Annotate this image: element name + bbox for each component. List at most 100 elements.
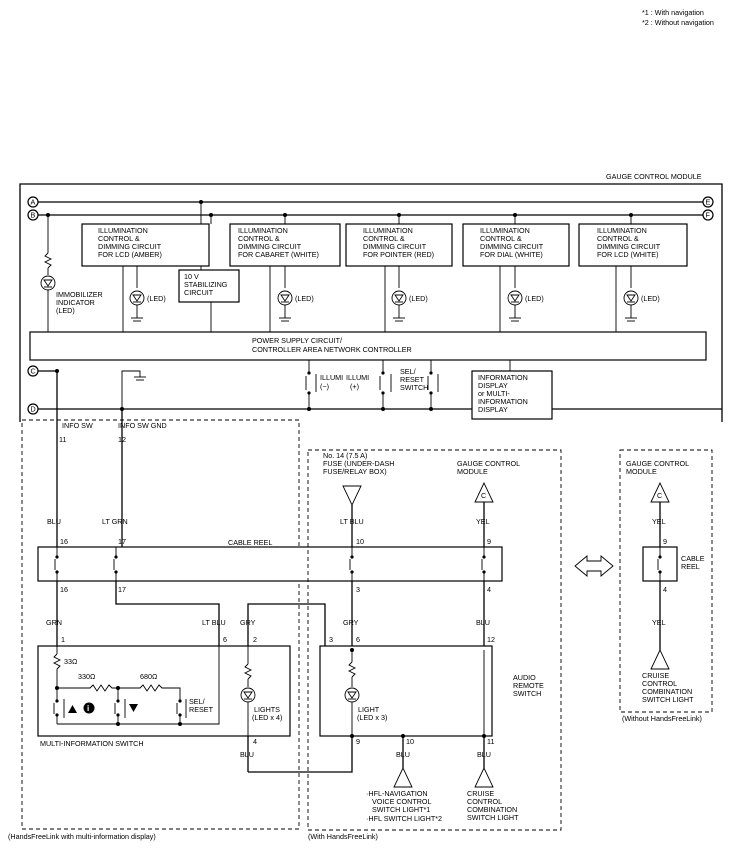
hfl-switch-light-label: ·HFL-NAVIGATION VOICE CONTROL SWITCH LIG… — [366, 789, 442, 823]
svg-text:(LED x 3): (LED x 3) — [357, 713, 387, 722]
cruise-light-icon — [650, 648, 670, 670]
svg-text:YEL: YEL — [476, 517, 490, 526]
svg-text:17: 17 — [118, 537, 126, 546]
svg-text:STABILIZING: STABILIZING — [184, 280, 228, 289]
svg-text:ILLUMI: ILLUMI — [346, 373, 369, 382]
cruise-switch-light-label-right: CRUISE CONTROL COMBINATION SWITCH LIGHT — [642, 671, 694, 704]
svg-text:i: i — [87, 704, 89, 713]
resistor-33 — [52, 653, 62, 670]
svg-text:GAUGE CONTROL: GAUGE CONTROL — [457, 459, 520, 468]
led-icon — [507, 290, 523, 306]
svg-text:9: 9 — [487, 537, 491, 546]
cable-reel-right: CABLE REEL — [642, 546, 705, 582]
lights-label: LIGHTS — [254, 705, 280, 714]
svg-text:C: C — [657, 491, 662, 500]
led-icon — [129, 290, 145, 306]
svg-text:SWITCH LIGHT: SWITCH LIGHT — [467, 813, 519, 822]
svg-text:LT BLU: LT BLU — [340, 517, 364, 526]
svg-text:CABLE REEL: CABLE REEL — [228, 538, 272, 547]
svg-text:CRUISE: CRUISE — [467, 789, 494, 798]
svg-text:CIRCUIT: CIRCUIT — [184, 288, 214, 297]
svg-text:AUDIO: AUDIO — [513, 673, 536, 682]
gauge-control-module: GAUGE CONTROL MODULE A B E F — [19, 172, 723, 422]
cruise-switch-light-label: CRUISE CONTROL COMBINATION SWITCH LIGHT — [467, 789, 519, 822]
svg-text:(LED): (LED) — [56, 306, 75, 315]
svg-text:BLU: BLU — [477, 750, 491, 759]
svg-text:680Ω: 680Ω — [140, 672, 158, 681]
bus-letter-a — [27, 196, 39, 208]
bus-letter-f — [702, 209, 714, 221]
svg-text:6: 6 — [223, 635, 227, 644]
svg-text:SEL/: SEL/ — [400, 367, 416, 376]
svg-text:D: D — [31, 405, 36, 414]
double-arrow-icon — [574, 555, 614, 577]
svg-text:(LED): (LED) — [409, 294, 428, 303]
immobilizer-led-icon — [40, 275, 56, 291]
svg-text:330Ω: 330Ω — [78, 672, 96, 681]
svg-text:FOR POINTER (RED): FOR POINTER (RED) — [363, 250, 434, 259]
svg-text:2: 2 — [253, 635, 257, 644]
svg-text:YEL: YEL — [652, 517, 666, 526]
svg-text:C: C — [481, 491, 486, 500]
resistor-680 — [118, 684, 181, 700]
svg-text:ILLUMI: ILLUMI — [320, 373, 343, 382]
sel-reset-switch: SEL/ RESET SWITCH — [400, 360, 439, 409]
svg-text:SWITCH LIGHT: SWITCH LIGHT — [642, 695, 694, 704]
svg-text:INDICATOR: INDICATOR — [56, 298, 95, 307]
svg-text:BLU: BLU — [476, 618, 490, 627]
svg-text:DISPLAY: DISPLAY — [478, 405, 508, 414]
svg-text:REMOTE: REMOTE — [513, 681, 544, 690]
illumination-circuit-lcd-amber: ILLUMINATION CONTROL & DIMMING CIRCUIT F… — [81, 223, 210, 267]
svg-text:CONTROL &: CONTROL & — [597, 234, 639, 243]
svg-text:YEL: YEL — [652, 618, 666, 627]
svg-text:CONTROL &: CONTROL & — [238, 234, 280, 243]
svg-text:(LED): (LED) — [295, 294, 314, 303]
area-without-hfl-note: (Without HandsFreeLink) — [622, 714, 702, 723]
svg-text:SWITCH: SWITCH — [513, 689, 541, 698]
info-icon — [83, 702, 95, 714]
svg-text:9: 9 — [663, 537, 667, 546]
information-display: INFORMATION DISPLAY or MULTI- INFORMATIO… — [471, 370, 553, 420]
svg-text:F: F — [706, 211, 711, 220]
svg-text:ILLUMINATION: ILLUMINATION — [98, 226, 148, 235]
svg-text:(LED): (LED) — [147, 294, 166, 303]
svg-text:·HFL SWITCH LIGHT*2: ·HFL SWITCH LIGHT*2 — [366, 814, 442, 823]
svg-text:MULTI-INFORMATION SWITCH: MULTI-INFORMATION SWITCH — [40, 739, 144, 748]
illumination-circuit-dial: ILLUMINATION CONTROL & DIMMING CIRCUIT F… — [462, 223, 570, 267]
svg-text:C: C — [31, 367, 36, 376]
svg-text:FOR CABARET (WHITE): FOR CABARET (WHITE) — [238, 250, 319, 259]
svg-text:VOICE CONTROL: VOICE CONTROL — [372, 797, 432, 806]
led-icon — [391, 290, 407, 306]
svg-text:4: 4 — [253, 737, 257, 746]
led-icon — [277, 290, 293, 306]
svg-text:FOR DIAL (WHITE): FOR DIAL (WHITE) — [480, 250, 543, 259]
svg-text:DIMMING CIRCUIT: DIMMING CIRCUIT — [597, 242, 661, 251]
svg-text:DIMMING CIRCUIT: DIMMING CIRCUIT — [363, 242, 427, 251]
svg-text:ILLUMINATION: ILLUMINATION — [480, 226, 530, 235]
wire-color-lt-grn: LT GRN — [102, 517, 128, 526]
svg-text:SWITCH: SWITCH — [400, 383, 428, 392]
svg-text:B: B — [31, 211, 36, 220]
info-sw-gnd-label: INFO SW GND — [118, 421, 167, 430]
info-sw-label: INFO SW — [62, 421, 93, 430]
svg-text:ILLUMINATION: ILLUMINATION — [238, 226, 288, 235]
area-without-hfl — [619, 449, 713, 713]
power-supply-circuit: POWER SUPPLY CIRCUIT/ CONTROLLER AREA NE… — [29, 331, 707, 361]
gcm-label-middle: GAUGE CONTROL MODULE — [457, 459, 520, 476]
svg-text:11: 11 — [59, 435, 66, 444]
svg-text:E: E — [706, 198, 711, 207]
area-with-hfl-note: (With HandsFreeLink) — [308, 832, 378, 841]
bus-letter-e — [702, 196, 714, 208]
svg-text:GRY: GRY — [343, 618, 359, 627]
cable-reel: CABLE REEL — [37, 538, 503, 582]
svg-text:POWER SUPPLY CIRCUIT/: POWER SUPPLY CIRCUIT/ — [252, 336, 342, 345]
svg-text:COMBINATION: COMBINATION — [642, 687, 692, 696]
audio-remote-switch: AUDIO REMOTE SWITCH — [319, 645, 544, 737]
svg-text:4: 4 — [663, 585, 667, 594]
svg-text:(LED): (LED) — [525, 294, 544, 303]
svg-text:A: A — [31, 198, 36, 207]
fuse-label: No. 14 (7.5 A) FUSE (UNDER-DASH FUSE/REL… — [323, 451, 394, 476]
svg-text:FUSE/RELAY BOX): FUSE/RELAY BOX) — [323, 467, 387, 476]
cruise-light-icon — [474, 766, 494, 788]
bus-letter-b — [27, 209, 39, 221]
